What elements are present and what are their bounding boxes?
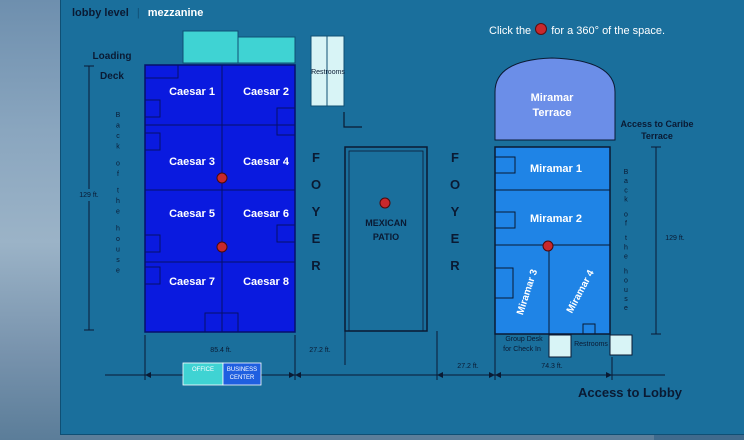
miramar-height-dim: 129 ft.	[665, 235, 685, 242]
miramar-terrace-label-2: Terrace	[533, 107, 572, 119]
foyer-right-char: R	[450, 258, 460, 273]
patio-left-dim: 27.2 ft.	[309, 347, 330, 354]
caesar-height-dim: 129 ft.	[79, 192, 99, 199]
back-of-house-left-char: e	[116, 267, 120, 274]
back-of-house-right-char: e	[624, 305, 628, 312]
back-of-house-left-char: a	[116, 123, 120, 130]
back-of-house-right-char: s	[624, 296, 628, 303]
room-caesar-3[interactable]: Caesar 3	[169, 156, 215, 168]
room-caesar-1[interactable]: Caesar 1	[169, 86, 215, 98]
miramar-terrace	[494, 57, 616, 141]
room-caesar-4[interactable]: Caesar 4	[243, 156, 290, 168]
access-caribe-label-2: Terrace	[641, 131, 673, 141]
foyer-right-char: Y	[451, 204, 460, 219]
back-of-house-left-char: e	[116, 209, 120, 216]
access-caribe-label-1: Access to Caribe	[620, 119, 693, 129]
group-desk-label-2: for Check In	[503, 346, 541, 353]
back-of-house-right-char: f	[625, 221, 627, 228]
back-of-house-left-char: h	[116, 225, 120, 232]
mexican-patio-label-1: MEXICAN	[365, 218, 407, 228]
business-center-box	[222, 362, 262, 386]
caesar-ballroom	[144, 64, 296, 333]
loading-deck-label-2: Deck	[100, 71, 124, 82]
miramar-width-dim: 74.3 ft.	[541, 363, 562, 370]
room-caesar-2[interactable]: Caesar 2	[243, 86, 289, 98]
back-of-house-left-char: o	[116, 236, 120, 243]
room-miramar-2[interactable]: Miramar 2	[530, 213, 582, 225]
hotspot-caesar-lower[interactable]	[216, 241, 228, 253]
back-of-house-left-char: s	[116, 257, 120, 264]
back-of-house-right-char: k	[624, 197, 628, 204]
back-of-house-right-char: u	[624, 287, 628, 294]
back-of-house-right-char: h	[624, 268, 628, 275]
mexican-patio-label-2: PATIO	[373, 232, 399, 242]
back-of-house-left-char: h	[116, 198, 120, 205]
hotspot-mexican-patio[interactable]	[379, 197, 391, 209]
foyer-left-char: R	[311, 258, 321, 273]
patio-right-dim: 27.2 ft.	[457, 363, 478, 370]
back-of-house-left-char: o	[116, 160, 120, 167]
restrooms-right-box	[609, 334, 633, 356]
foyer-right-char: O	[450, 177, 460, 192]
back-of-house-left-char: c	[116, 133, 120, 140]
hotspot-caesar-upper[interactable]	[216, 172, 228, 184]
room-caesar-5[interactable]: Caesar 5	[169, 208, 215, 220]
back-of-house-right-char: a	[624, 178, 628, 185]
miramar-ballroom	[494, 146, 611, 335]
foyer-left-char: F	[312, 150, 320, 165]
business-center-label-2: CENTER	[230, 375, 255, 381]
tab-mezzanine[interactable]: mezzanine	[147, 7, 204, 19]
hotspot-legend-icon	[535, 23, 548, 35]
instruction-text: Click the for a 360° of the space.	[489, 23, 665, 37]
level-nav: lobby level | mezzanine	[72, 7, 203, 19]
back-of-house-right-char: c	[624, 187, 628, 194]
foyer-left-char: E	[312, 231, 321, 246]
restrooms-left-label: Restrooms	[311, 69, 345, 76]
access-lobby-label: Access to Lobby	[578, 385, 683, 400]
foyer-right-char: F	[451, 150, 459, 165]
office-label: OFFICE	[192, 367, 214, 373]
loading-deck-label-1: Loading	[93, 51, 132, 62]
back-of-house-left-char: t	[117, 188, 119, 195]
room-miramar-1[interactable]: Miramar 1	[530, 163, 582, 175]
group-desk-label-1: Group Desk	[505, 336, 543, 343]
back-of-house-left-char: k	[116, 144, 120, 151]
service-room-2	[237, 36, 296, 64]
business-center-label-1: BUSINESS	[227, 367, 257, 373]
back-of-house-right-char: e	[624, 254, 628, 261]
back-of-house-right-char: o	[624, 211, 628, 218]
back-of-house-right-char: t	[625, 235, 627, 242]
nav-separator: |	[136, 7, 140, 19]
back-of-house-right-char: h	[624, 244, 628, 251]
tab-lobby-level[interactable]: lobby level	[72, 7, 129, 19]
foyer-left-char: Y	[312, 204, 321, 219]
back-of-house-left-char: B	[116, 112, 121, 119]
group-desk-box	[548, 334, 572, 358]
back-of-house-left-char: u	[116, 246, 120, 253]
instruction-before: Click the	[489, 25, 532, 37]
hotspot-miramar[interactable]	[542, 240, 554, 252]
miramar-terrace-label-1: Miramar	[531, 92, 575, 104]
foyer-left-char: O	[311, 177, 321, 192]
room-caesar-6[interactable]: Caesar 6	[243, 208, 289, 220]
room-caesar-7[interactable]: Caesar 7	[169, 276, 215, 288]
caesar-width-dim: 85.4 ft.	[210, 347, 231, 354]
service-room-1	[182, 30, 239, 64]
back-of-house-right-char: o	[624, 278, 628, 285]
foyer-right-char: E	[451, 231, 460, 246]
room-caesar-8[interactable]: Caesar 8	[243, 276, 289, 288]
back-of-house-left-char: f	[117, 171, 119, 178]
back-of-house-right-char: B	[624, 169, 629, 176]
restrooms-right-label: Restrooms	[574, 341, 608, 348]
instruction-after: for a 360° of the space.	[551, 25, 666, 37]
